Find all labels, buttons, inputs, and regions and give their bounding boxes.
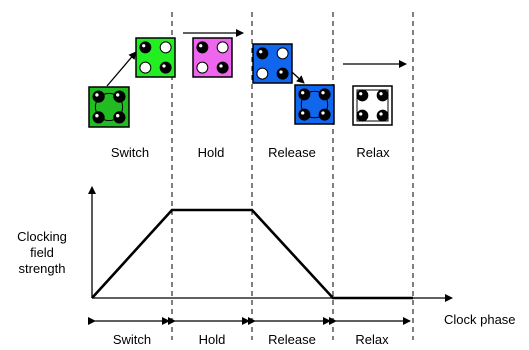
switch-cell-start-dot-highlight-top-left [95, 93, 99, 97]
x-axis-label: Clock phase [444, 312, 516, 327]
switch-arrow-icon [106, 51, 137, 87]
release-cell-start-dot-top-left [256, 47, 269, 60]
relax-cell-dot-top-right [376, 89, 389, 102]
bottom-label-release: Release [268, 332, 316, 347]
clock-field-curve [91, 208, 413, 300]
switch-cell-end [135, 37, 176, 78]
top-label-release: Release [268, 145, 316, 160]
relax-cell-dot-top-left [356, 89, 369, 102]
hold-cell-dot-highlight-top-left [199, 44, 203, 48]
relax-cell-dot-highlight-top-left [359, 92, 363, 96]
relax-cell-dot-bottom-left [356, 109, 369, 122]
bottom-phase-labels: Switch Hold Release Relax [113, 332, 389, 347]
y-label-line-2: field [30, 245, 54, 260]
release-cell-start [252, 43, 293, 84]
hold-cell [192, 37, 233, 78]
release-cell-start-dot-bottom-left [256, 67, 269, 80]
relax-cell [352, 85, 393, 126]
relax-cell-dot-highlight-top-right [379, 92, 383, 96]
top-label-hold: Hold [198, 145, 225, 160]
release-cell-end-dot-highlight-bottom-left [301, 111, 305, 115]
release-cell-start-dot-highlight-bottom-right [279, 70, 283, 74]
hold-cell-dot-bottom-left [196, 61, 209, 74]
relax-cell-dot-highlight-bottom-right [379, 112, 383, 116]
switch-cell-start-dot-highlight-bottom-left [95, 114, 99, 118]
relax-cell-inner-frame [356, 89, 389, 122]
release-cell-end-dot-top-right [318, 88, 331, 101]
axes [88, 186, 453, 302]
qca-cells [88, 37, 393, 128]
relax-cell-dot-highlight-bottom-left [359, 112, 363, 116]
release-cell-start-dot-highlight-top-left [259, 50, 263, 54]
bottom-label-switch: Switch [113, 332, 151, 347]
hold-cell-dot-bottom-right [216, 61, 229, 74]
bottom-label-hold: Hold [199, 332, 226, 347]
release-cell-end-dot-bottom-left [298, 108, 311, 121]
switch-cell-end-dot-bottom-left [139, 61, 152, 74]
release-cell-end-dot-bottom-right [318, 108, 331, 121]
release-cell-end [294, 84, 335, 125]
hold-cell-dot-top-right [216, 41, 229, 54]
y-label-line-3: strength [19, 261, 66, 276]
switch-cell-start-dot-bottom-right [113, 111, 126, 124]
relax-cell-dot-bottom-right [376, 109, 389, 122]
switch-cell-end-dot-top-right [159, 41, 172, 54]
switch-cell-start-dot-highlight-top-right [116, 93, 120, 97]
switch-cell-start-dot-bottom-left [92, 111, 105, 124]
bottom-label-relax: Relax [355, 332, 389, 347]
release-cell-start-dot-top-right [276, 47, 289, 60]
top-label-switch: Switch [111, 145, 149, 160]
release-cell-end-dot-highlight-top-right [321, 91, 325, 95]
switch-cell-end-dot-highlight-bottom-right [162, 64, 166, 68]
switch-cell-start-dot-highlight-bottom-right [116, 114, 120, 118]
top-label-relax: Relax [356, 145, 390, 160]
hold-cell-dot-highlight-bottom-right [219, 64, 223, 68]
switch-cell-start [88, 86, 130, 128]
y-axis-label: Clocking field strength [17, 229, 67, 276]
release-cell-end-dot-top-left [298, 88, 311, 101]
top-phase-labels: Switch Hold Release Relax [111, 145, 390, 160]
y-label-line-1: Clocking [17, 229, 67, 244]
release-cell-end-dot-highlight-top-left [301, 91, 305, 95]
hold-cell-dot-top-left [196, 41, 209, 54]
switch-cell-end-dot-top-left [139, 41, 152, 54]
switch-cell-start-dot-top-right [113, 90, 126, 103]
phase-separators [171, 12, 414, 340]
release-cell-end-dot-highlight-bottom-right [321, 111, 325, 115]
release-cell-start-dot-bottom-right [276, 67, 289, 80]
switch-cell-end-dot-highlight-top-left [142, 44, 146, 48]
switch-cell-end-dot-bottom-right [159, 61, 172, 74]
switch-cell-start-dot-top-left [92, 90, 105, 103]
